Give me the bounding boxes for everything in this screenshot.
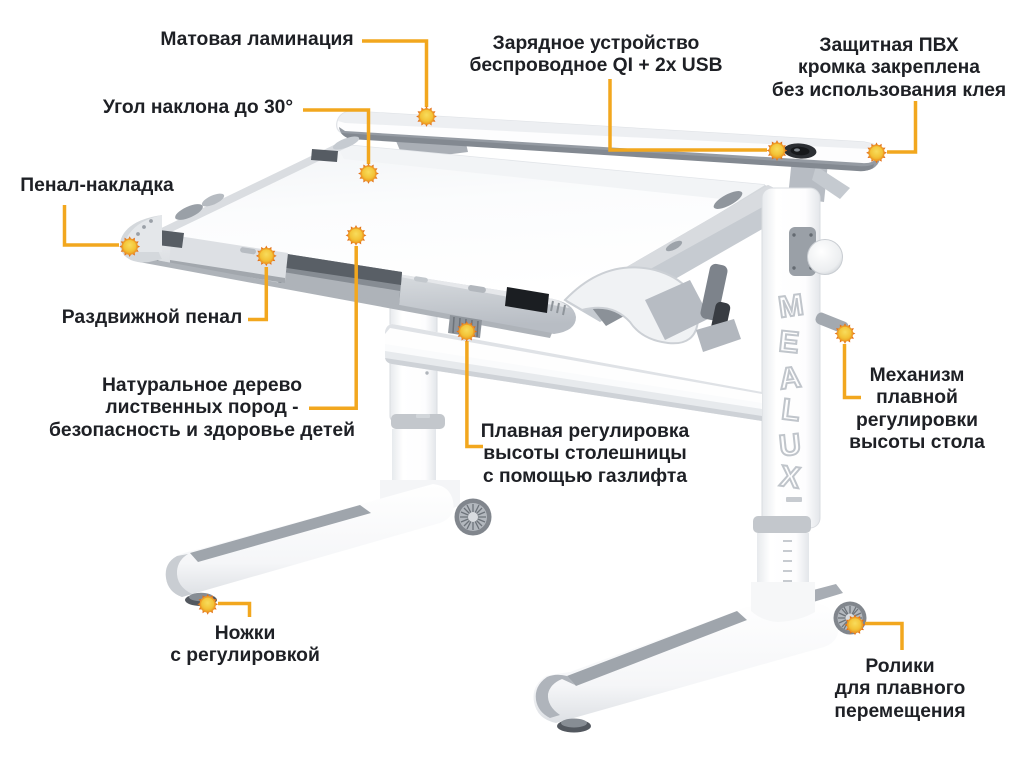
svg-text:E: E — [777, 325, 800, 360]
svg-text:U: U — [778, 428, 803, 463]
svg-text:M: M — [776, 288, 805, 324]
svg-text:A: A — [777, 361, 803, 396]
